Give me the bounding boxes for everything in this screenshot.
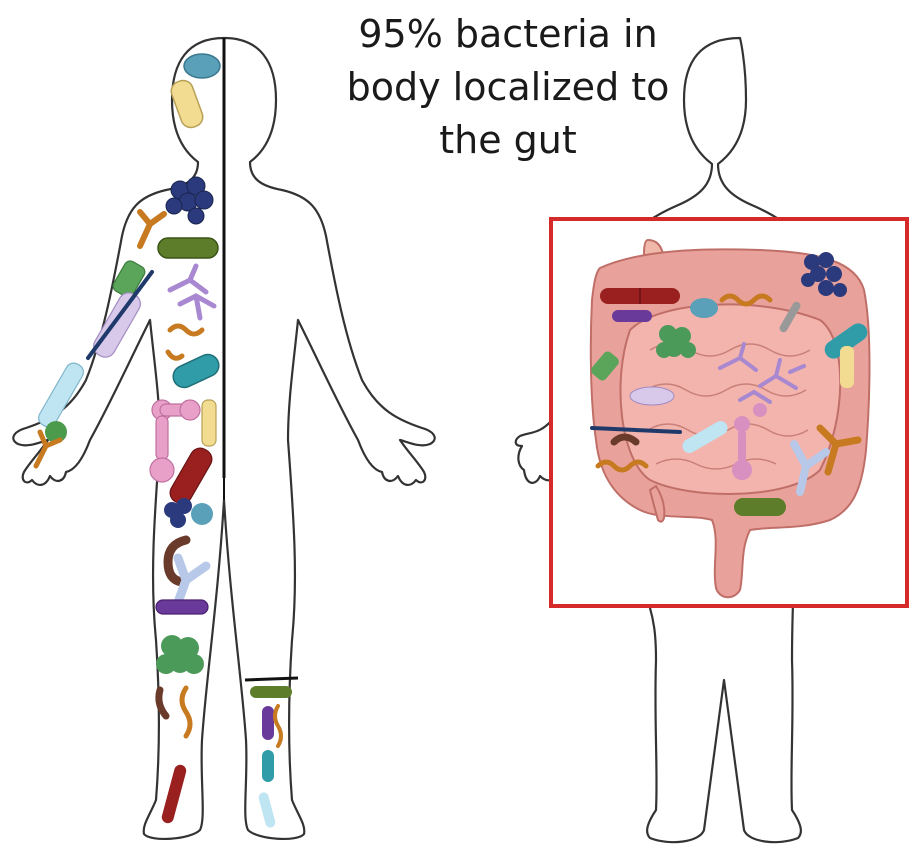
left-microbes (36, 54, 292, 829)
caption: 95% bacteria in body localized to the gu… (318, 8, 698, 167)
gut-microbe-blue (690, 298, 718, 318)
caption-line-2: body localized to (318, 61, 698, 114)
gut-microbe-green-rod (734, 498, 786, 516)
gut-inset (551, 219, 907, 606)
microbe-head-blue (184, 54, 220, 78)
gut-microbe-lavender (630, 387, 674, 405)
microbe-brown-shin (159, 690, 166, 716)
microbe-maroon-shin (160, 763, 187, 824)
microbe-green-ankle (250, 686, 292, 698)
ankle-band (245, 678, 298, 680)
caption-line-1: 95% bacteria in (318, 8, 698, 61)
microbe-orange-ankle (275, 706, 281, 746)
microbe-green-cluster-knee (156, 635, 204, 674)
caption-line-3: the gut (318, 114, 698, 167)
microbe-purple-rod-leg (156, 600, 208, 614)
microbe-yellow-waist (202, 400, 216, 446)
microbe-lightblue-foot (258, 791, 277, 828)
gut-microbe-yellow (840, 346, 854, 388)
microbe-cluster-navy-hip (164, 498, 192, 528)
microbe-maroon-rod (166, 445, 215, 508)
microbe-orange-shin (182, 688, 190, 736)
microbe-cluster-navy (166, 177, 213, 224)
microbe-lightblue-arm (36, 360, 87, 430)
microbe-purple-branch (170, 266, 214, 318)
microbe-purple-ankle (262, 706, 274, 740)
gut-microbe-purple (612, 310, 652, 322)
microbe-blue-hip (191, 503, 213, 525)
microbe-green-rod (158, 238, 218, 258)
microbe-teal-ankle (262, 750, 274, 782)
microbe-orange-wave (168, 326, 202, 358)
